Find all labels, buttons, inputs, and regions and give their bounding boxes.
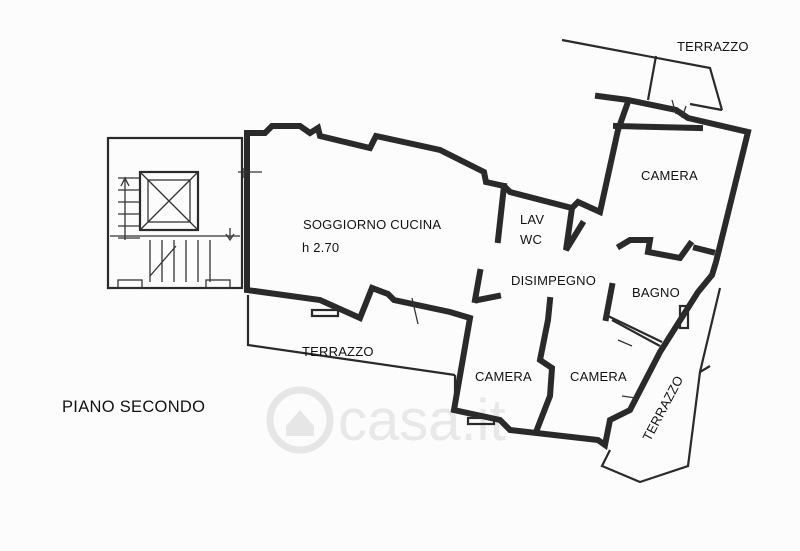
labels: TERRAZZO CAMERA SOGGIORNO CUCINA h 2.70 … [62,39,749,443]
terrace-east [600,287,722,484]
staircase [106,136,244,290]
living-room-label: SOGGIORNO CUCINA [303,217,441,232]
bathroom-label: BAGNO [632,285,680,300]
outer-walls [244,92,752,451]
ceiling-height-label: h 2.70 [302,240,339,255]
openings [238,99,690,426]
interior-walls [471,122,716,436]
floor-title: PIANO SECONDO [62,398,205,416]
bedroom-left-label: CAMERA [475,369,532,384]
bedroom-top-right-label: CAMERA [641,168,698,183]
terrace-top [561,38,724,112]
bedroom-right-label: CAMERA [570,369,627,384]
watermark-text: casa.it [338,388,506,453]
watermark: casa.it [266,386,506,454]
terrace-south-label: TERRAZZO [302,344,374,359]
terrace-top-label: TERRAZZO [677,39,749,54]
hallway-label: DISIMPEGNO [511,273,596,288]
laundry-label: LAV [520,212,544,227]
wc-label: WC [520,232,542,247]
